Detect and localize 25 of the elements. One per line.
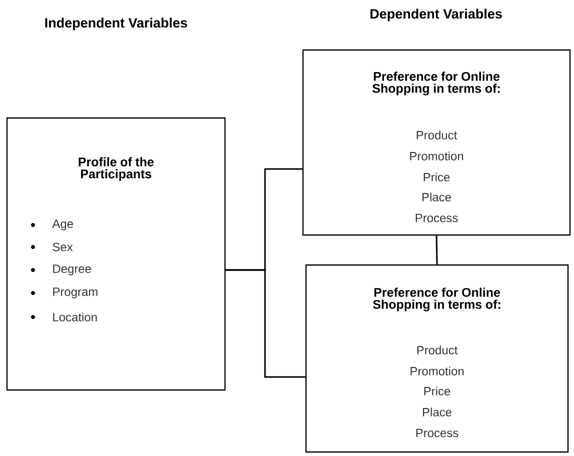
list-item: Program [53,288,98,298]
list-item: Price [424,172,450,182]
box-heading: Preference for Online Shopping in terms of: [372,72,500,96]
list-item: Price [424,386,450,396]
list-item: Age [52,220,73,230]
list-item: Promotion [410,366,464,376]
text-box [302,49,571,236]
list-item: Process [416,214,458,222]
text-box [6,117,226,391]
list-item: Place [422,408,452,416]
list-item: Sex [52,242,73,252]
column-heading: Independent Variables [45,18,188,30]
list-item: Product [417,346,458,354]
list-item: Location [53,312,97,322]
box-heading: Preference for Online Shopping in terms of: [373,288,500,312]
connector-line [226,269,306,378]
text-box [305,264,569,453]
list-item: Place [422,192,451,202]
list-item: Degree [53,264,91,276]
connector-line [436,236,438,264]
list-item: Process [416,428,458,438]
list-item: Product [416,130,458,140]
list-item: Promotion [410,152,464,160]
column-heading: Dependent Variables [370,8,502,22]
box-heading: Profile of the Participants [78,157,154,181]
